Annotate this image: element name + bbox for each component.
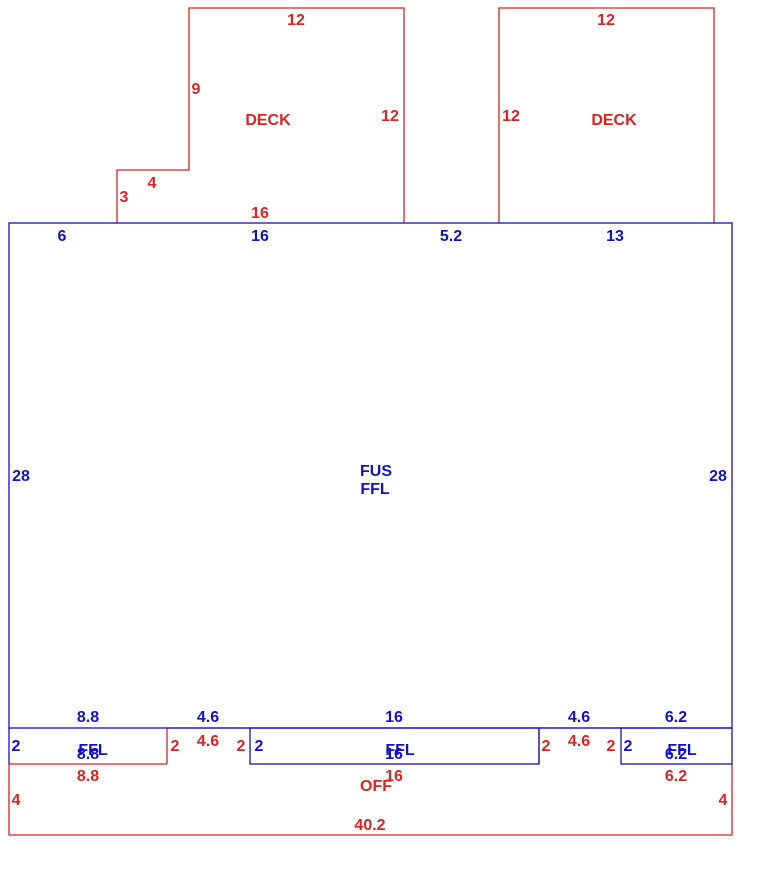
ffl-mid-label: FFL (385, 742, 415, 759)
gap-right-dim-right: 2 (607, 738, 616, 755)
ffl-left-label: FFL (78, 742, 108, 759)
main-dim-bottom-c: 16 (385, 709, 403, 726)
deck-right-dim-left: 12 (502, 108, 520, 125)
main-dim-bottom-d: 4.6 (568, 709, 590, 726)
gap-left-dim-right: 2 (237, 738, 246, 755)
ffl-mid-dim-left: 2 (255, 738, 264, 755)
main-dim-right: 28 (709, 468, 727, 485)
off-dim-right: 4 (719, 792, 728, 809)
main-dim-top-d: 13 (606, 228, 624, 245)
deck-left-dim-right: 12 (381, 108, 399, 125)
off-outline (8, 764, 733, 836)
ffl-left-dim-bottom: 8.8 (77, 746, 99, 763)
gap-left-dim-top: 4.6 (197, 733, 219, 750)
deck-right-outline (498, 7, 715, 223)
ffl-mid-dim-bottom: 16 (385, 746, 403, 763)
ffl-right-outline (620, 727, 733, 765)
deck-left-dim-top: 12 (287, 12, 305, 29)
off-dim-under-e: 6.2 (665, 768, 687, 785)
main-dim-bottom-b: 4.6 (197, 709, 219, 726)
deck-left-dim-bottom: 16 (251, 205, 269, 222)
deck-right-label: DECK (591, 112, 637, 129)
ffl-right-dim-bottom: 6.2 (665, 746, 687, 763)
gap-right-dim-left: 2 (542, 738, 551, 755)
deck-left-label: DECK (245, 112, 291, 129)
deck-left-dim-left: 3 (120, 189, 129, 206)
main-dim-top-a: 6 (58, 228, 67, 245)
gap-left-dim-left: 2 (171, 738, 180, 755)
off-dim-bottom: 40.2 (354, 817, 385, 834)
main-dim-top-c: 5.2 (440, 228, 462, 245)
ffl-right-label: FFL (667, 742, 697, 759)
gap-right-dim-top: 4.6 (568, 733, 590, 750)
main-label-ffl: FFL (360, 481, 390, 498)
deck-left-dim-step-vertical: 9 (192, 81, 201, 98)
main-dim-bottom-a: 8.8 (77, 709, 99, 726)
deck-left-dim-step-horizontal: 4 (148, 175, 157, 192)
main-dim-top-b: 16 (251, 228, 269, 245)
off-dim-left: 4 (12, 792, 21, 809)
off-dim-under-c: 16 (385, 768, 403, 785)
main-dim-left: 28 (12, 468, 30, 485)
off-label: OFF (360, 778, 392, 795)
main-dim-bottom-e: 6.2 (665, 709, 687, 726)
deck-right-dim-top: 12 (597, 12, 615, 29)
ffl-right-dim-left: 2 (624, 738, 633, 755)
off-dim-under-a: 8.8 (77, 768, 99, 785)
main-label-fus: FUS (360, 463, 392, 480)
deck-left-outline (116, 7, 405, 223)
ffl-left-dim-left: 2 (12, 738, 21, 755)
ffl-mid-outline (249, 727, 540, 765)
